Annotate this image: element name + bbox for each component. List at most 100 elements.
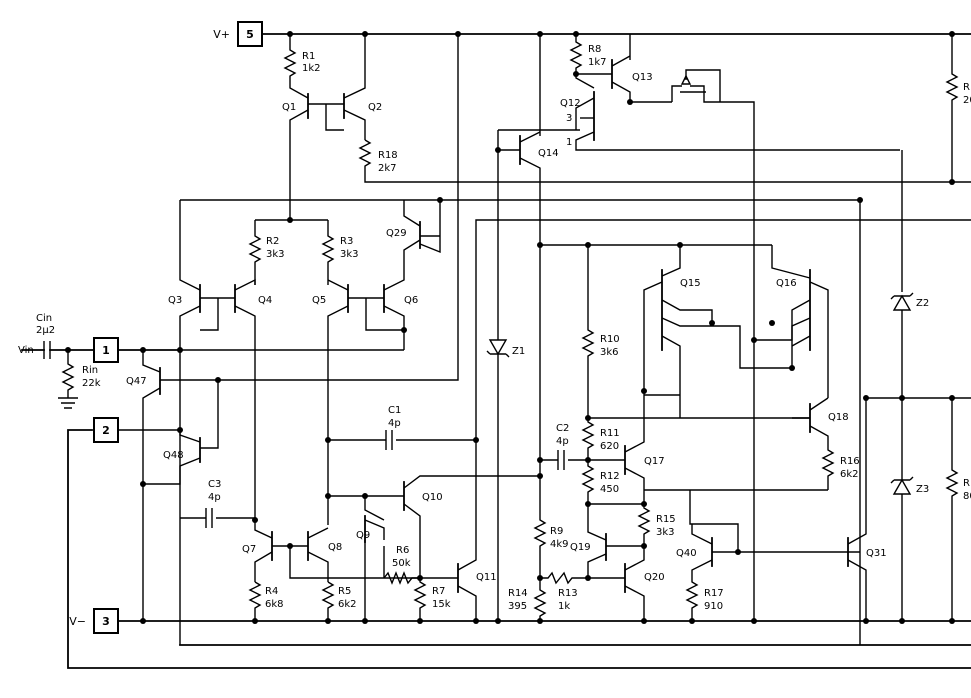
bias-and-current-source: Z1 Q14 R8 1k7 Q13 Q12 3 1 xyxy=(486,31,900,624)
svg-text:1k: 1k xyxy=(558,601,570,612)
svg-text:Q3: Q3 xyxy=(168,295,182,306)
svg-text:R7: R7 xyxy=(432,586,445,597)
svg-text:4p: 4p xyxy=(556,436,569,447)
svg-text:4p: 4p xyxy=(388,418,401,429)
svg-text:Q48: Q48 xyxy=(163,450,184,461)
svg-text:3: 3 xyxy=(566,113,572,124)
svg-text:R16: R16 xyxy=(840,456,860,467)
svg-text:Z3: Z3 xyxy=(916,484,929,495)
svg-text:620: 620 xyxy=(600,441,619,452)
vas-stage: C1 4p Q10 Q9 R6 50k R7 15k Q11 xyxy=(328,219,971,624)
input-network: Vin Cin 2μ2 Rin 22k xyxy=(18,313,181,409)
svg-text:Q1: Q1 xyxy=(282,102,296,113)
output-bias-network: Q15 Q16 xyxy=(537,242,829,398)
svg-text:1: 1 xyxy=(102,344,110,357)
svg-text:Q17: Q17 xyxy=(644,456,665,467)
svg-text:3k3: 3k3 xyxy=(656,527,675,538)
svg-text:2: 2 xyxy=(102,424,110,437)
svg-text:Q4: Q4 xyxy=(258,295,272,306)
svg-text:15k: 15k xyxy=(432,599,451,610)
svg-text:R8: R8 xyxy=(588,44,601,55)
svg-text:Q29: Q29 xyxy=(386,228,407,239)
svg-text:Q13: Q13 xyxy=(632,72,653,83)
svg-text:R13: R13 xyxy=(558,588,578,599)
svg-text:1k2: 1k2 xyxy=(302,63,321,74)
svg-text:Q14: Q14 xyxy=(538,148,559,159)
svg-text:R: R xyxy=(963,82,970,93)
right-edge-network: Z2 Z3 R 20 R 80 xyxy=(857,31,971,645)
svg-text:R12: R12 xyxy=(600,471,620,482)
svg-text:Q11: Q11 xyxy=(476,572,497,583)
svg-text:3k3: 3k3 xyxy=(266,249,285,260)
svg-text:R3: R3 xyxy=(340,236,353,247)
svg-text:R9: R9 xyxy=(550,526,563,537)
svg-text:Q2: Q2 xyxy=(368,102,382,113)
svg-text:Q9: Q9 xyxy=(356,530,370,541)
svg-text:Z1: Z1 xyxy=(512,346,525,357)
svg-text:R11: R11 xyxy=(600,428,620,439)
svg-text:V+: V+ xyxy=(213,28,230,41)
svg-text:6k2: 6k2 xyxy=(338,599,357,610)
svg-text:910: 910 xyxy=(704,601,723,612)
pin-5: 5 V+ xyxy=(213,21,263,47)
svg-text:C2: C2 xyxy=(556,423,569,434)
svg-text:Q40: Q40 xyxy=(676,548,697,559)
svg-text:R2: R2 xyxy=(266,236,279,247)
svg-text:Rin: Rin xyxy=(82,365,98,376)
svg-text:Q20: Q20 xyxy=(644,572,665,583)
svg-text:R15: R15 xyxy=(656,514,676,525)
svg-text:Q47: Q47 xyxy=(126,376,147,387)
svg-text:6k8: 6k8 xyxy=(265,599,284,610)
input-protection: Q47 Q48 xyxy=(118,31,461,624)
svg-text:Q5: Q5 xyxy=(312,295,326,306)
svg-text:Q7: Q7 xyxy=(242,544,256,555)
output-driver-stage: R10 3k6 R11 620 C2 4p R12 450 Q17 xyxy=(508,245,971,624)
svg-text:2μ2: 2μ2 xyxy=(36,325,55,336)
svg-text:R18: R18 xyxy=(378,150,398,161)
svg-text:22k: 22k xyxy=(82,378,101,389)
svg-text:R6: R6 xyxy=(396,545,409,556)
supply-rails xyxy=(67,33,971,669)
svg-text:1k7: 1k7 xyxy=(588,57,607,68)
svg-text:450: 450 xyxy=(600,484,619,495)
svg-text:20: 20 xyxy=(963,95,971,106)
svg-text:1: 1 xyxy=(566,137,572,148)
svg-text:Q8: Q8 xyxy=(328,542,342,553)
svg-text:Q6: Q6 xyxy=(404,295,418,306)
pin-1: 1 xyxy=(93,337,119,363)
svg-text:Q10: Q10 xyxy=(422,492,443,503)
svg-text:80: 80 xyxy=(963,491,971,502)
svg-text:395: 395 xyxy=(508,601,527,612)
svg-text:Q19: Q19 xyxy=(570,542,591,553)
svg-text:R17: R17 xyxy=(704,588,724,599)
svg-text:R14: R14 xyxy=(508,588,528,599)
top-current-mirror: R1 1k2 Q1 Q2 R18 2k7 xyxy=(282,31,971,223)
svg-text:R10: R10 xyxy=(600,334,620,345)
svg-text:4k9: 4k9 xyxy=(550,539,569,550)
svg-text:V−: V− xyxy=(69,615,86,628)
svg-text:6k2: 6k2 xyxy=(840,469,859,480)
svg-text:R: R xyxy=(963,478,970,489)
svg-text:4p: 4p xyxy=(208,492,221,503)
svg-text:2k7: 2k7 xyxy=(378,163,397,174)
svg-text:Q15: Q15 xyxy=(680,278,701,289)
svg-text:Q18: Q18 xyxy=(828,412,849,423)
svg-text:C1: C1 xyxy=(388,405,401,416)
svg-text:3k6: 3k6 xyxy=(600,347,619,358)
svg-text:R1: R1 xyxy=(302,51,315,62)
svg-text:3: 3 xyxy=(102,615,110,628)
svg-text:Q16: Q16 xyxy=(776,278,797,289)
pin-2: 2 xyxy=(93,417,119,443)
second-stage-mirror: C3 4p Q7 Q8 R4 6k8 R5 6k2 xyxy=(180,437,420,624)
svg-text:R5: R5 xyxy=(338,586,351,597)
svg-text:Q31: Q31 xyxy=(866,548,887,559)
svg-text:C3: C3 xyxy=(208,479,221,490)
svg-text:50k: 50k xyxy=(392,558,411,569)
svg-text:R4: R4 xyxy=(265,586,278,597)
input-differential-stage: R2 3k3 R3 3k3 Q3 Q4 Q5 Q6 Q29 xyxy=(168,197,860,645)
pin-3: 3 V− xyxy=(69,608,119,634)
svg-text:Q12: Q12 xyxy=(560,98,581,109)
svg-text:5: 5 xyxy=(246,28,254,41)
svg-text:Z2: Z2 xyxy=(916,298,929,309)
